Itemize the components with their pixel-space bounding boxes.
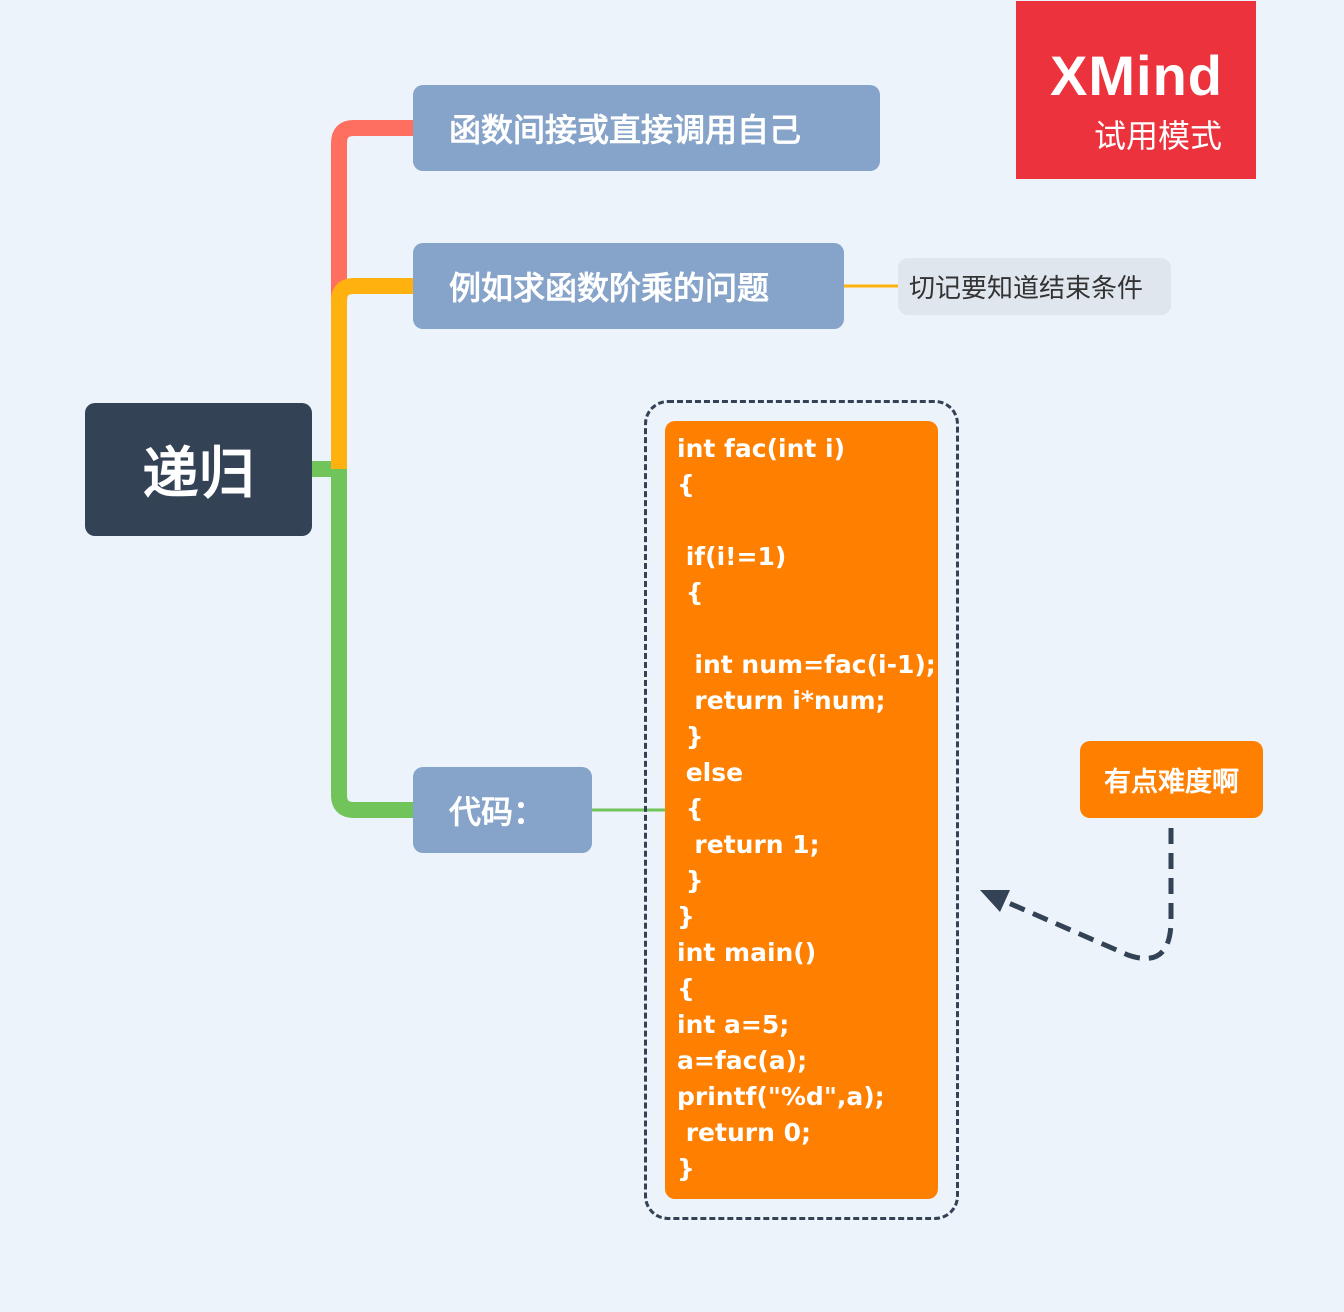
topic-recursion-definition[interactable]: 函数间接或直接调用自己	[413, 85, 880, 171]
code-line	[677, 503, 938, 539]
code-lines: int fac(int i) { if(i!=1) { int num=fac(i…	[677, 431, 938, 1187]
code-line: }	[677, 1154, 695, 1183]
code-line: a=fac(a);	[677, 1046, 808, 1075]
code-line	[677, 611, 938, 647]
code-line: if(i!=1)	[677, 542, 787, 571]
callout-difficulty[interactable]: 有点难度啊	[1080, 741, 1263, 818]
code-boundary	[644, 400, 959, 1220]
arrowhead	[980, 890, 1010, 912]
code-line: else	[677, 758, 744, 787]
code-line: {	[677, 794, 704, 823]
code-line: {	[677, 470, 695, 499]
code-line: }	[677, 866, 704, 895]
code-line: return 1;	[677, 830, 820, 859]
branch-connector-3	[331, 469, 413, 818]
code-line: int fac(int i)	[677, 434, 846, 463]
code-line: return i*num;	[677, 686, 886, 715]
xmind-trial-badge: XMind 试用模式	[1016, 1, 1256, 179]
code-line: int num=fac(i-1);	[677, 650, 936, 679]
code-line: int main()	[677, 938, 817, 967]
code-line: {	[677, 974, 695, 1003]
root-topic[interactable]: 递归	[85, 403, 312, 536]
relationship-arrow	[994, 828, 1174, 961]
code-line: printf("%d",a);	[677, 1082, 885, 1111]
code-line: }	[677, 722, 704, 751]
code-line: }	[677, 902, 695, 931]
code-block[interactable]: int fac(int i) { if(i!=1) { int num=fac(i…	[665, 421, 938, 1199]
branch-connector-2	[331, 278, 413, 469]
code-line: {	[677, 578, 704, 607]
badge-subtitle: 试用模式	[1093, 117, 1222, 155]
code-line: return 0;	[677, 1118, 811, 1147]
note-end-condition[interactable]: 切记要知道结束条件	[898, 258, 1171, 315]
branch-connector-1	[331, 120, 413, 469]
code-line: int a=5;	[677, 1010, 790, 1039]
topic-code[interactable]: 代码：	[413, 767, 592, 853]
topic-factorial-example[interactable]: 例如求函数阶乘的问题	[413, 243, 844, 329]
badge-title: XMind	[1050, 44, 1223, 107]
